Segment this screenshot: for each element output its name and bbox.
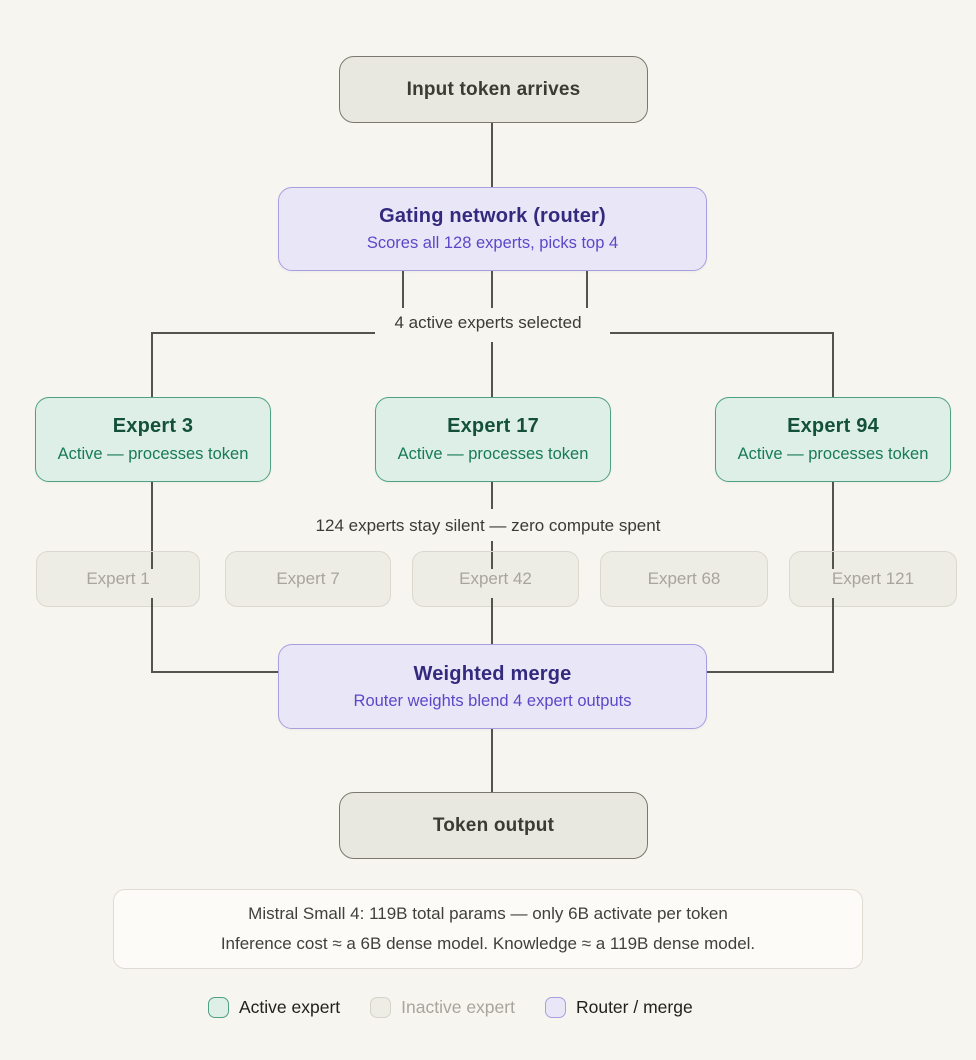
active-expert-subtitle: Active — processes token	[57, 445, 249, 463]
active-expert-94-node: Expert 94 Active — processes token	[715, 397, 951, 482]
connector-down-expert94	[832, 332, 834, 398]
inactive-expert-121-node: Expert 121	[789, 551, 957, 607]
legend-item-router: Router / merge	[544, 997, 693, 1018]
selection-label: 4 active experts selected	[394, 313, 582, 332]
weighted-merge-node: Weighted merge Router weights blend 4 ex…	[278, 644, 707, 729]
legend-label-router: Router / merge	[575, 997, 693, 1017]
inactive-expert-label: Expert 7	[276, 569, 340, 588]
connector-stub	[491, 552, 493, 569]
inactive-expert-label: Expert 42	[459, 569, 532, 588]
connector-router-stub-right	[586, 271, 588, 308]
active-expert-17-node: Expert 17 Active — processes token	[375, 397, 611, 482]
inactive-expert-label: Expert 68	[647, 569, 721, 588]
inactive-expert-label: Expert 121	[831, 569, 915, 588]
inactive-expert-7-node: Expert 7	[225, 551, 391, 607]
weighted-merge-title: Weighted merge	[413, 662, 572, 685]
active-expert-title: Expert 17	[447, 415, 539, 437]
inactive-expert-swatch-icon	[370, 997, 392, 1018]
router-merge-swatch-icon	[544, 997, 566, 1018]
legend-label-inactive: Inactive expert	[401, 997, 515, 1017]
connector-merge-right	[707, 671, 834, 673]
silent-experts-label: 124 experts stay silent — zero compute s…	[315, 516, 661, 535]
model-note-line2: Inference cost ≈ a 6B dense model. Knowl…	[220, 934, 756, 953]
connector-stub	[491, 598, 493, 607]
legend: Active expert Inactive expert Router / m…	[208, 997, 693, 1018]
inactive-expert-42-node: Expert 42	[412, 551, 579, 607]
model-note-line1: Mistral Small 4: 119B total params — onl…	[248, 904, 728, 923]
connector-stub	[151, 552, 153, 569]
active-expert-subtitle: Active — processes token	[397, 445, 589, 463]
active-expert-3-node: Expert 3 Active — processes token	[35, 397, 271, 482]
connector-router-stub-mid	[491, 271, 493, 308]
active-expert-subtitle: Active — processes token	[737, 445, 929, 463]
active-expert-swatch-icon	[208, 997, 229, 1018]
active-expert-title: Expert 94	[787, 415, 879, 437]
inactive-expert-label: Expert 1	[86, 569, 150, 588]
gating-network-subtitle: Scores all 128 experts, picks top 4	[366, 234, 619, 252]
inactive-expert-1-node: Expert 1	[36, 551, 200, 607]
connector-stub	[832, 552, 834, 569]
active-expert-title: Expert 3	[112, 415, 194, 437]
weighted-merge-subtitle: Router weights blend 4 expert outputs	[353, 691, 632, 710]
legend-item-inactive: Inactive expert	[370, 997, 515, 1018]
connector-merge-output	[491, 728, 493, 792]
connector-selection-left	[152, 332, 375, 334]
connector-down-expert3	[151, 332, 153, 398]
gating-network-title: Gating network (router)	[379, 205, 606, 227]
connector-router-stub-left	[402, 271, 404, 308]
input-token-label: Input token arrives	[406, 78, 581, 100]
connector-input-router	[491, 123, 493, 187]
connector-stub	[151, 598, 153, 607]
legend-item-active: Active expert	[208, 997, 340, 1018]
gating-network-node: Gating network (router) Scores all 128 e…	[278, 187, 707, 271]
connector-down-expert17	[491, 342, 493, 398]
inactive-expert-68-node: Expert 68	[600, 551, 768, 607]
legend-label-active: Active expert	[239, 997, 341, 1017]
model-note: Mistral Small 4: 119B total params — onl…	[113, 889, 863, 969]
connector-expert17-merge-upper	[491, 481, 493, 509]
connector-selection-right	[610, 332, 834, 334]
connector-merge-left	[152, 671, 278, 673]
input-token-node: Input token arrives	[339, 56, 648, 123]
connector-stub	[832, 598, 834, 607]
token-output-label: Token output	[432, 814, 555, 836]
token-output-node: Token output	[339, 792, 648, 859]
